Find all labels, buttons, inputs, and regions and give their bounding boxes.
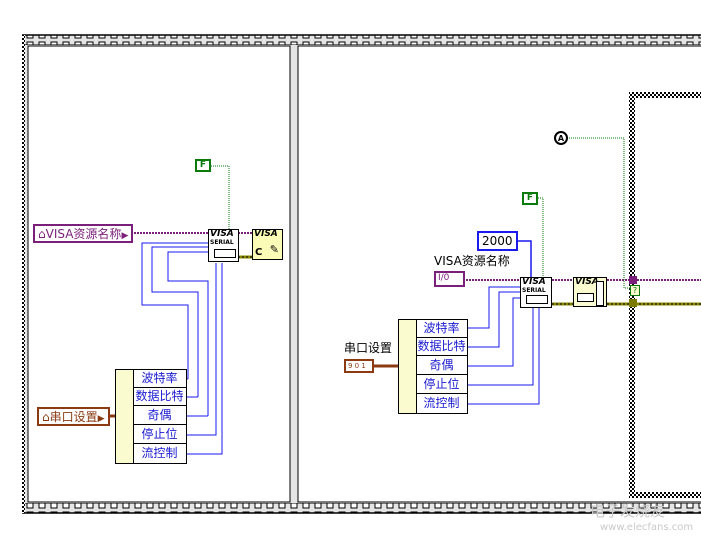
field-flow-control[interactable]: 流控制 [141, 446, 178, 460]
field-parity[interactable]: 奇偶 [416, 357, 467, 375]
visa-vi-2[interactable]: VISA [573, 277, 607, 307]
field-data-bits[interactable]: 数据比特 [416, 338, 467, 356]
visa-configure-serial-vi-2[interactable]: VISA SERIAL [520, 277, 552, 308]
visa-resource-label-2: VISA资源名称 [434, 254, 510, 268]
field-parity[interactable]: 奇偶 [133, 407, 186, 425]
visa-configure-serial-vi-1[interactable]: VISA SERIAL [208, 229, 239, 262]
unbundle-handle [399, 320, 417, 413]
watermark-url: www.elecfans.com [600, 522, 694, 533]
unbundle-by-name-2[interactable]: 波特率 数据比特 奇偶 停止位 流控制 [398, 319, 468, 414]
enable-termination-constant-1[interactable]: F [195, 159, 211, 172]
watermark-brand: 电子发烧友 [590, 502, 666, 520]
serial-settings-terminal[interactable]: 9 0 1 [344, 359, 374, 373]
close-document-icon: ✎ [269, 243, 279, 256]
visa-resource-control-1[interactable]: ⌂VISA资源名称▶ [33, 224, 134, 243]
serial-settings-label-1: 串口设置 [49, 410, 98, 424]
error-tunnel [629, 299, 637, 307]
visa-resource-label-1: VISA资源名称 [45, 227, 122, 241]
stop-icon [554, 131, 568, 145]
field-baud-rate[interactable]: 波特率 [416, 320, 467, 338]
home-icon: ⌂ [38, 227, 46, 241]
field-stop-bits[interactable]: 停止位 [416, 376, 467, 394]
enable-termination-constant-2[interactable]: F [522, 192, 538, 205]
field-data-bits[interactable]: 数据比特 [133, 388, 186, 406]
arrow-right-icon: ▶ [97, 414, 105, 424]
unbundle-by-name-1[interactable]: 波特率 数据比特 奇偶 停止位 流控制 [115, 369, 187, 464]
display-icon [577, 293, 594, 302]
vi-title: VISA [254, 229, 278, 239]
arrow-right-icon: ▶ [121, 231, 129, 241]
serial-port-icon [214, 249, 236, 258]
vi-title: VISA [575, 277, 599, 287]
serial-port-icon [526, 295, 548, 304]
frame2-wires: A [373, 131, 701, 405]
field-baud-rate[interactable]: 波特率 [133, 370, 186, 388]
cluster-terminal-text: 9 0 1 [348, 362, 366, 370]
frame1-wires [108, 165, 252, 455]
unbundle-handle [116, 370, 134, 463]
field-stop-bits[interactable]: 停止位 [133, 426, 186, 444]
stacked-sequence-structure[interactable] [22, 34, 701, 514]
io-text: I/0 [438, 273, 450, 283]
serial-settings-label-2: 串口设置 [344, 341, 393, 355]
case-selector[interactable]: ? [630, 285, 640, 296]
slider-icon [596, 281, 604, 306]
field-flow-control[interactable]: 流控制 [423, 396, 460, 410]
home-icon: ⌂ [42, 410, 50, 424]
close-glyph: C [255, 247, 263, 258]
vi-title: VISA [210, 229, 234, 239]
visa-resource-terminal[interactable]: I/0 [434, 271, 465, 287]
timeout-constant[interactable]: 2000 [477, 231, 518, 251]
vi-title: VISA [522, 277, 546, 287]
serial-settings-control-1[interactable]: ⌂串口设置▶ [37, 407, 110, 426]
vi-subtitle: SERIAL [522, 287, 546, 294]
visa-tunnel [629, 276, 637, 284]
svg-text:A: A [558, 134, 565, 143]
vi-subtitle: SERIAL [210, 239, 234, 246]
visa-close-vi[interactable]: VISA C ✎ [252, 229, 283, 260]
